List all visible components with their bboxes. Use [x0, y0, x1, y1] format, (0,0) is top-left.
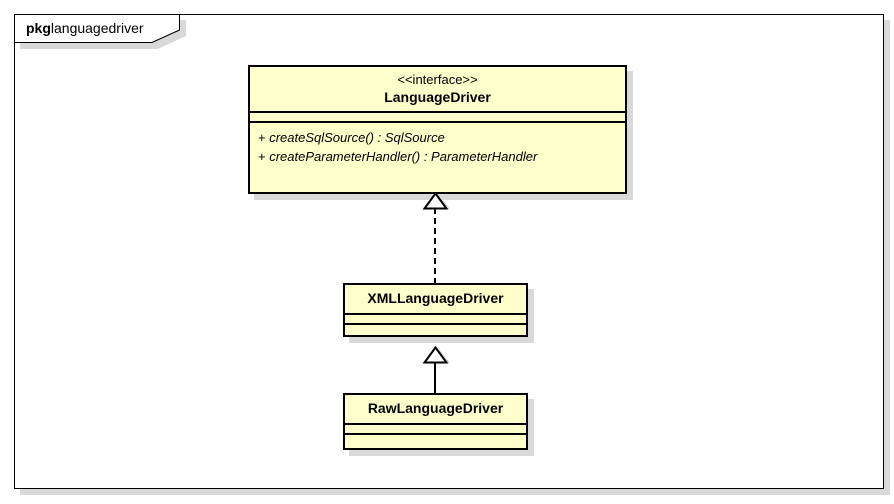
attributes-compartment-rawlanguagedriver — [345, 423, 526, 433]
attributes-compartment-xmllanguagedriver — [345, 313, 526, 323]
class-name: XMLLanguageDriver — [367, 290, 504, 306]
package-label: pkglanguagedriver — [26, 20, 144, 37]
method-visibility: + — [258, 149, 266, 164]
method-visibility: + — [258, 130, 266, 145]
hollow-triangle-arrowhead-icon — [422, 192, 450, 210]
method-row: + createParameterHandler() : ParameterHa… — [258, 147, 617, 166]
methods-compartment-xmllanguagedriver — [345, 323, 526, 333]
class-stereotype: <<interface>> — [397, 72, 478, 87]
realization-line — [434, 208, 436, 284]
method-signature: createSqlSource() : SqlSource — [269, 130, 445, 145]
package-keyword: pkg — [26, 20, 51, 36]
class-box-xmllanguagedriver[interactable]: XMLLanguageDriver — [343, 283, 528, 337]
attributes-compartment-languagedriver — [250, 111, 625, 121]
generalization-line — [434, 362, 436, 395]
package-name: languagedriver — [50, 20, 144, 36]
hollow-triangle-arrowhead-icon — [422, 346, 450, 364]
class-box-languagedriver[interactable]: <<interface>> LanguageDriver + createSql… — [248, 65, 627, 194]
class-header-languagedriver: <<interface>> LanguageDriver — [250, 67, 625, 111]
methods-compartment-rawlanguagedriver — [345, 433, 526, 443]
class-name: RawLanguageDriver — [367, 400, 504, 416]
class-box-rawlanguagedriver[interactable]: RawLanguageDriver — [343, 393, 528, 450]
class-name: LanguageDriver — [384, 89, 491, 105]
class-header-xmllanguagedriver: XMLLanguageDriver — [345, 285, 526, 313]
class-header-rawlanguagedriver: RawLanguageDriver — [345, 395, 526, 423]
method-signature: createParameterHandler() : ParameterHand… — [269, 149, 538, 164]
method-row: + createSqlSource() : SqlSource — [258, 128, 617, 147]
methods-compartment-languagedriver: + createSqlSource() : SqlSource + create… — [250, 121, 625, 172]
